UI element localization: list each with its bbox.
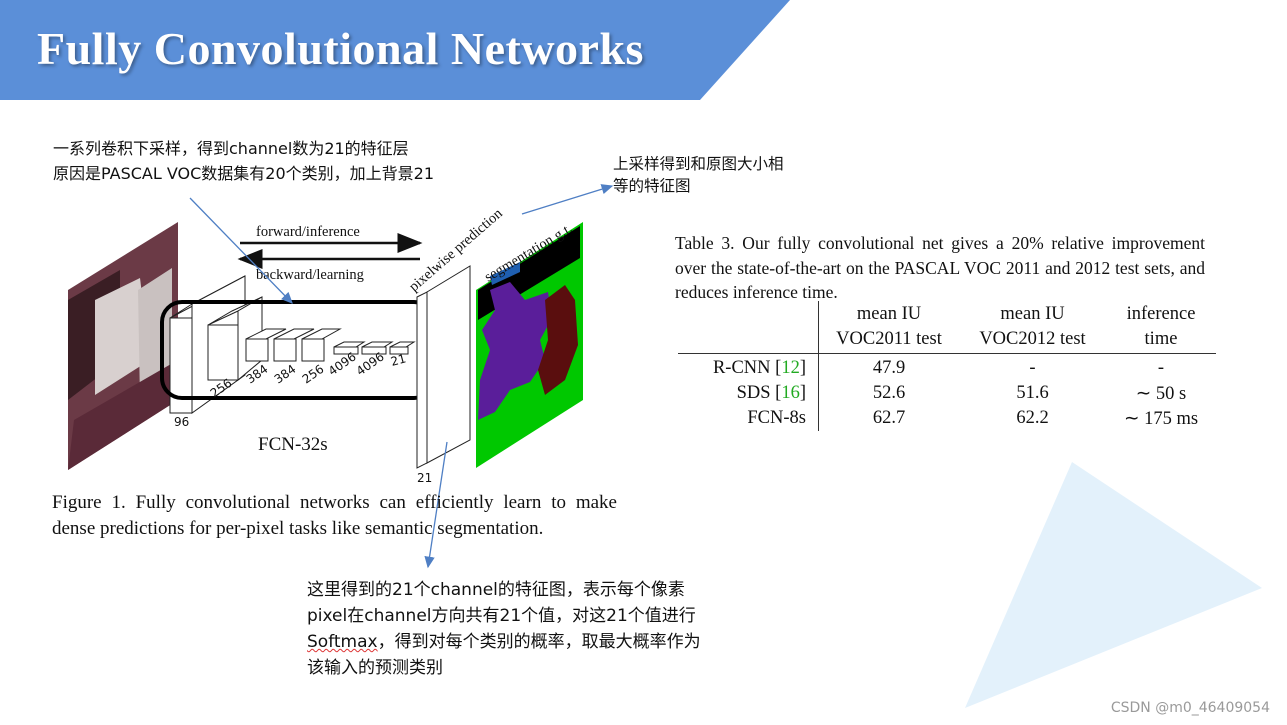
header-cell: time xyxy=(1106,326,1216,354)
voc2011-cell: 47.9 xyxy=(872,358,906,378)
output-channel-label: 21 xyxy=(417,471,432,485)
time-cell: ∼ 50 s xyxy=(1135,383,1187,404)
results-table: mean IU mean IU inference VOC2011 test V… xyxy=(678,301,1216,431)
table-row: FCN-8s 62.7 62.2 ∼ 175 ms xyxy=(678,406,1216,431)
forward-label: forward/inference xyxy=(256,224,360,240)
softmax-note-line4: 该输入的预测类别 xyxy=(307,658,443,678)
voc2012-cell: 62.2 xyxy=(1016,408,1049,428)
upsample-note-line2: 等的特征图 xyxy=(613,177,691,195)
time-cell: - xyxy=(1157,358,1165,378)
voc2011-cell: 52.6 xyxy=(872,383,906,403)
citation[interactable]: 12 xyxy=(781,358,800,378)
header-cell xyxy=(678,326,819,354)
softmax-note-line1: 这里得到的21个channel的特征图，表示每个像素 xyxy=(307,580,685,600)
header-cell: VOC2012 test xyxy=(959,326,1106,354)
figure-caption: Figure 1. Fully convolutional networks c… xyxy=(52,492,617,539)
table-header-row: VOC2011 test VOC2012 test time xyxy=(678,326,1216,354)
downsample-note-line1: 一系列卷积下采样，得到channel数为21的特征层 xyxy=(53,139,409,158)
upsample-note-arrow xyxy=(521,184,614,215)
channel-label-6: 21 xyxy=(389,351,407,368)
header-cell xyxy=(678,301,819,326)
table-header-row: mean IU mean IU inference xyxy=(678,301,1216,326)
downsample-note-arrow xyxy=(189,197,293,304)
voc2011-cell: 62.7 xyxy=(872,408,906,428)
table-row: R-CNN [12] 47.9 - - xyxy=(678,353,1216,381)
softmax-word: Softmax xyxy=(307,632,378,652)
voc2012-cell: - xyxy=(1029,358,1036,378)
channel-label-2: 384 xyxy=(272,362,299,387)
channel-label-3: 256 xyxy=(300,362,327,387)
network-layers xyxy=(169,275,416,414)
time-cell: ∼ 175 ms xyxy=(1123,408,1199,429)
citation[interactable]: 16 xyxy=(781,383,800,403)
prediction-slab xyxy=(416,265,471,469)
downsample-note: 一系列卷积下采样，得到channel数为21的特征层 原因是PASCAL VOC… xyxy=(53,136,434,186)
header-cell: VOC2011 test xyxy=(818,326,959,354)
downsample-note-line2: 原因是PASCAL VOC数据集有20个类别，加上背景21 xyxy=(53,164,434,183)
first-channel-label: 96 xyxy=(174,415,189,429)
softmax-note: 这里得到的21个channel的特征图，表示每个像素 pixel在channel… xyxy=(307,577,701,681)
softmax-note-line3: Softmax，得到对每个类别的概率，取最大概率作为 xyxy=(307,629,701,655)
upsample-note-line1: 上采样得到和原图大小相 xyxy=(613,155,784,173)
header-cell: mean IU xyxy=(856,303,922,324)
model-label: FCN-32s xyxy=(258,434,328,455)
backward-label: backward/learning xyxy=(256,267,364,283)
table-caption: Table 3. Our fully convolutional net giv… xyxy=(675,233,1205,302)
slide-title: Fully Convolutional Networks xyxy=(37,23,644,74)
segmentation-image xyxy=(476,222,583,468)
header-cell: mean IU xyxy=(1000,303,1065,324)
input-image xyxy=(68,222,178,470)
watermark: CSDN @m0_46409054 xyxy=(1110,700,1270,716)
method-cell: R-CNN [12] xyxy=(678,353,819,381)
softmax-note-line3-rest: ，得到对每个类别的概率，取最大概率作为 xyxy=(377,632,701,652)
method-cell: FCN-8s xyxy=(678,406,819,431)
softmax-note-arrow xyxy=(424,441,448,569)
upsample-note: 上采样得到和原图大小相 等的特征图 xyxy=(613,153,784,197)
softmax-note-line2: pixel在channel方向共有21个值，对这21个值进行 xyxy=(307,606,696,626)
table-row: SDS [16] 52.6 51.6 ∼ 50 s xyxy=(678,381,1216,406)
title-banner xyxy=(0,0,790,100)
header-cell: inference xyxy=(1126,303,1196,324)
voc2012-cell: 51.6 xyxy=(1016,383,1049,403)
method-cell: SDS [16] xyxy=(678,381,819,406)
